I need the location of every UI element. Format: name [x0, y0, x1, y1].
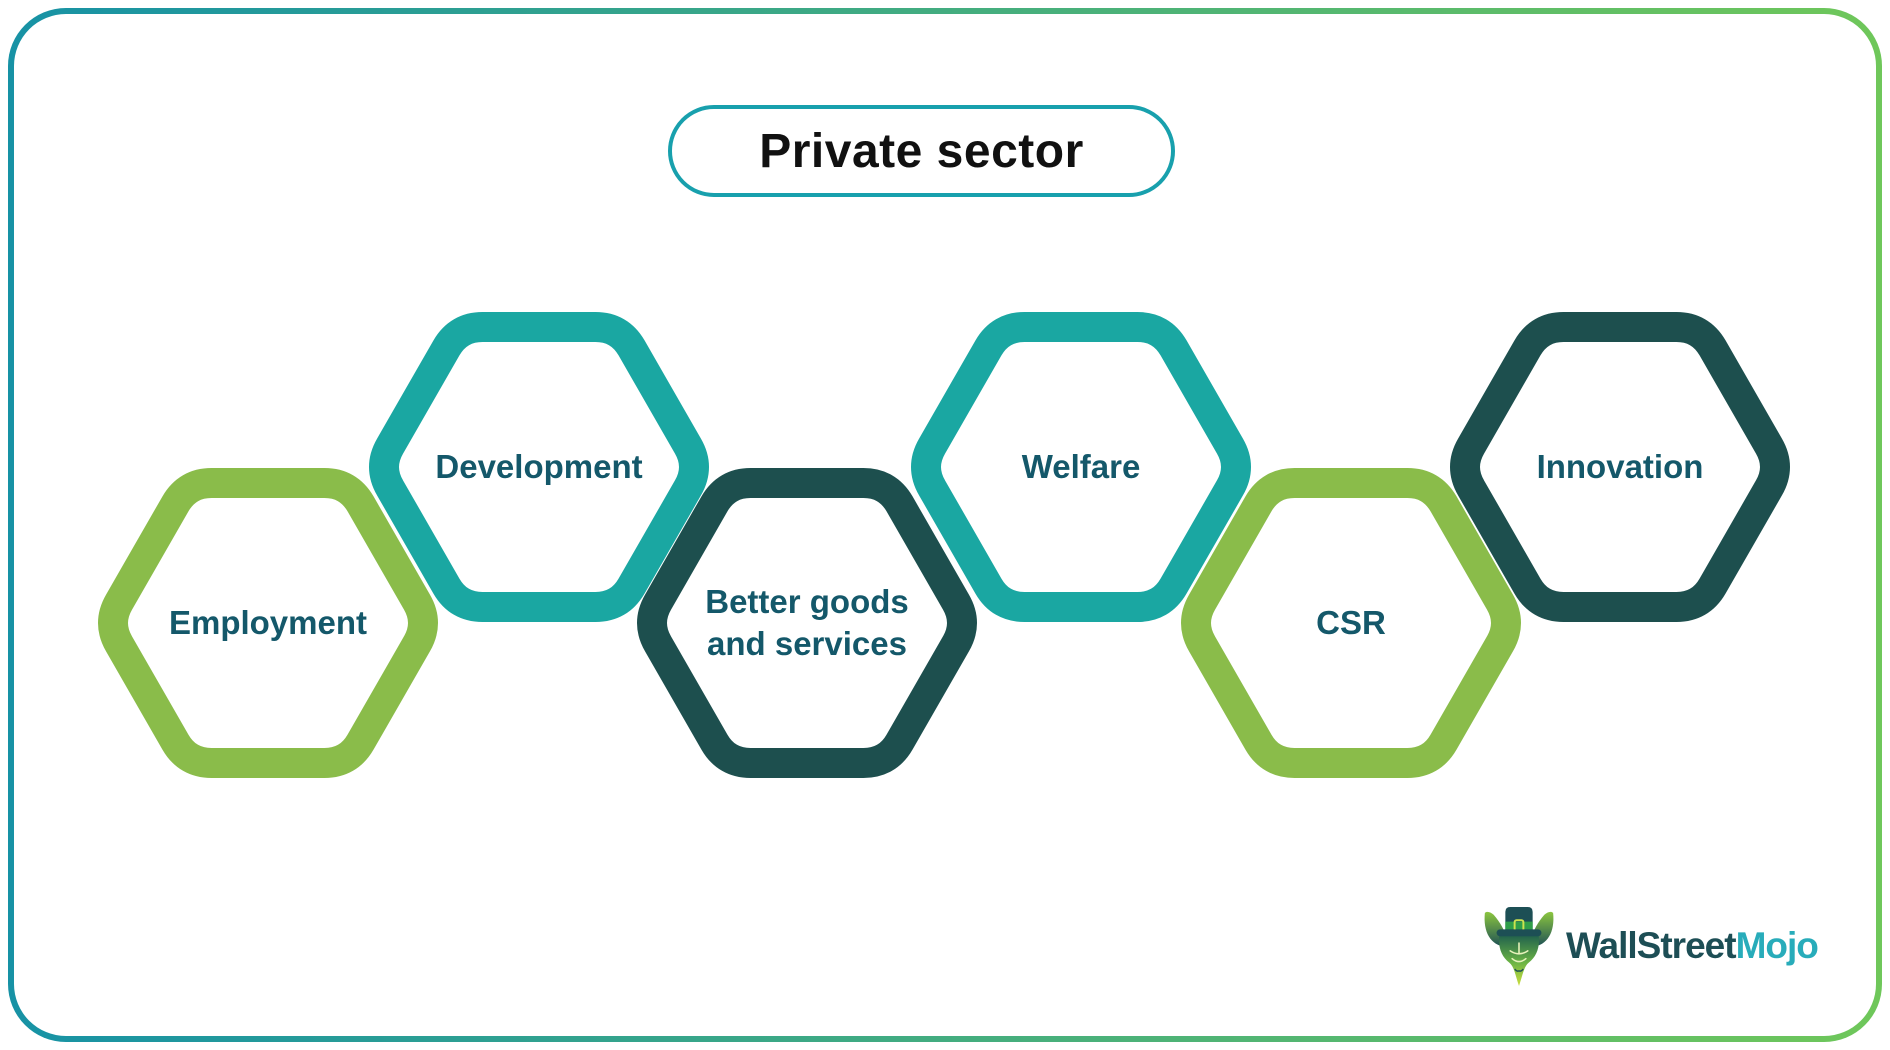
hexagon-label-development: Development [435, 447, 643, 485]
hexagon-shape [1181, 468, 1521, 778]
hexagon-shape [98, 468, 438, 778]
logo-wordmark: WallStreetMojo [1566, 925, 1819, 967]
hexagon-label-welfare: Welfare [1021, 447, 1141, 485]
hexagon-shape [369, 312, 709, 622]
hexagon-employment: Employment [87, 463, 449, 783]
wallstreetmojo-logo: WallStreetMojo [1480, 898, 1819, 994]
hexagon-shape [911, 312, 1251, 622]
hexagon-shape [1450, 312, 1790, 622]
hexagon-development: Development [358, 307, 720, 627]
hexagon-innovation: Innovation [1439, 307, 1801, 627]
hexagon-shape [637, 468, 977, 778]
hexagon-label-csr: CSR [1316, 603, 1386, 641]
hexagon-csr: CSR [1170, 463, 1532, 783]
logo-text-secondary: Mojo [1735, 925, 1819, 966]
hexagon-better-goods-and-services: Better goods and services [626, 463, 988, 783]
title-pill: Private sector [668, 105, 1175, 197]
hexagon-label-better-goods-and-services: Better goods and services [705, 582, 909, 662]
bull-mascot-icon [1484, 907, 1554, 986]
hexagon-label-innovation: Innovation [1536, 447, 1704, 485]
logo-text-primary: WallStreet [1566, 925, 1737, 966]
hexagon-label-employment: Employment [168, 603, 368, 641]
hexagon-welfare: Welfare [900, 307, 1262, 627]
page-title: Private sector [759, 124, 1084, 178]
